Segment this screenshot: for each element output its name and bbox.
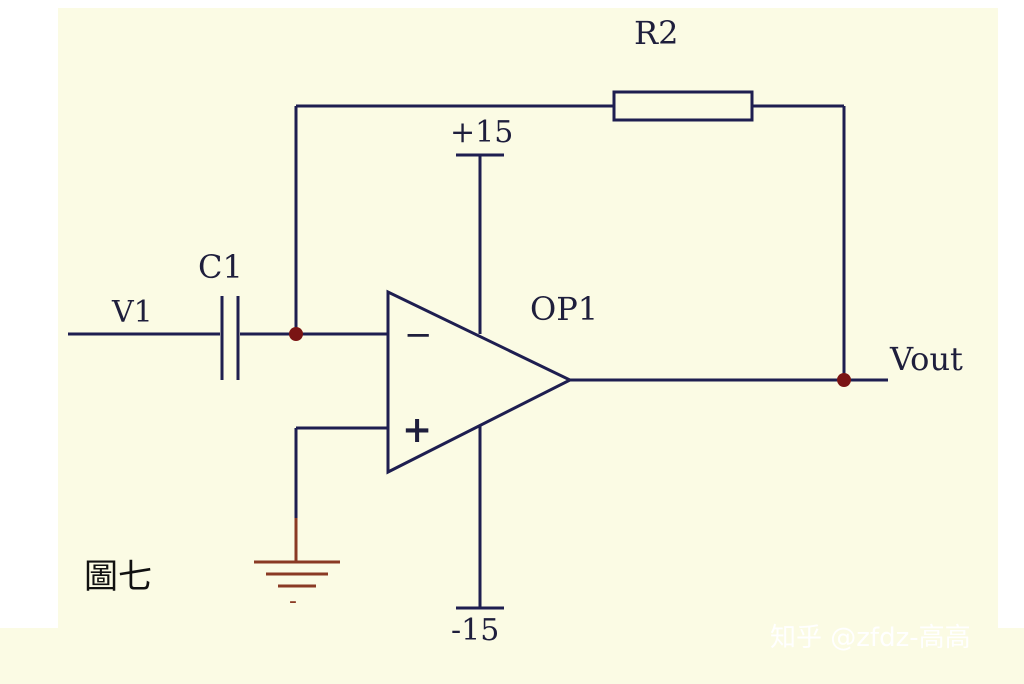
watermark: 知乎 @zfdz-高高	[770, 623, 971, 653]
label-c1: C1	[198, 248, 243, 286]
diagram-background	[58, 8, 998, 648]
label-vout: Vout	[889, 340, 963, 378]
bottom-strip	[0, 628, 1024, 684]
junction-node-output	[837, 373, 851, 387]
label-noninverting-input: +	[402, 409, 432, 451]
label-v1: V1	[111, 295, 153, 330]
label-inverting-input: −	[404, 315, 433, 355]
label-op1: OP1	[530, 290, 598, 328]
label-plus15: +15	[450, 115, 513, 150]
label-r2: R2	[634, 14, 678, 52]
figure-caption: 圖七	[84, 557, 152, 597]
junction-node-input	[289, 327, 303, 341]
label-minus15: -15	[451, 613, 499, 648]
ground-mark: -	[289, 589, 297, 614]
ground-icon	[254, 518, 340, 588]
